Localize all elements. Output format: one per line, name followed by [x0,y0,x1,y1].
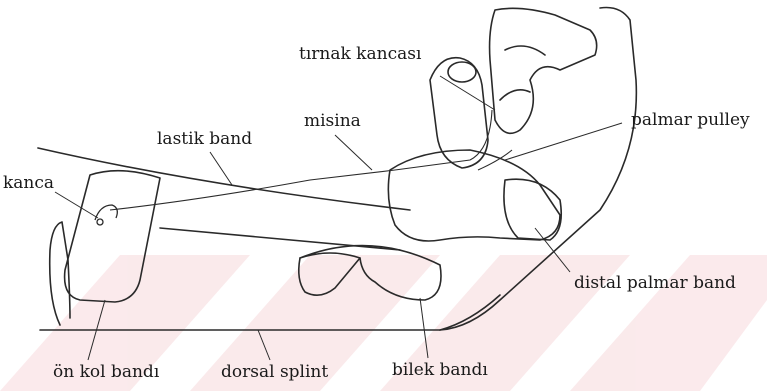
distal-palmar-band [504,179,561,240]
label-kanca: kanca [3,175,54,192]
label-on-kol-bandi: ön kol bandı [53,364,159,381]
label-lastik-band: lastik band [157,131,252,148]
leader-misina [335,135,372,170]
label-palmar-pulley: palmar pulley [631,112,750,129]
label-dorsal-splint: dorsal splint [221,364,328,381]
label-tirnak-kancasi: tırnak kancası [299,46,421,63]
label-misina: misina [304,113,361,130]
fingers [490,8,597,133]
misina-cord [395,110,492,170]
kanca-hook [95,205,117,225]
leader-lastik-band [210,152,232,185]
label-distal-palmar-band: distal palmar band [574,275,736,292]
forearm-outline [38,148,410,210]
label-bilek-bandi: bilek bandı [392,362,488,379]
leader-palmar-pulley [505,123,622,160]
leader-kanca [55,192,98,218]
